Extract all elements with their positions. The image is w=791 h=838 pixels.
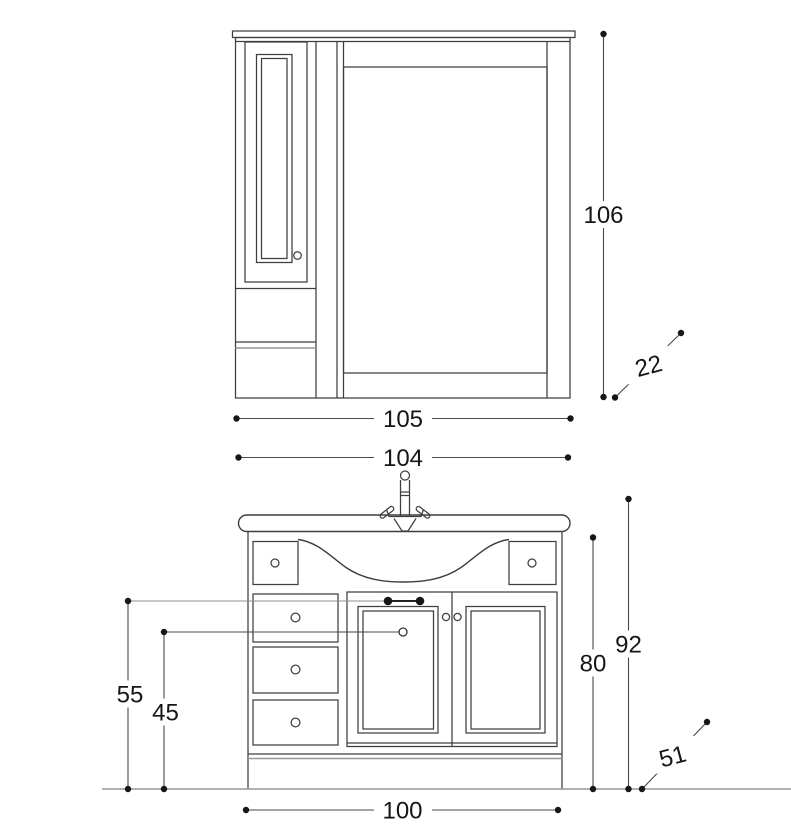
rotated-label-group: 51 [643,735,701,776]
mirror-cabinet [231,30,576,399]
dimension-mirror-depth: 22 [611,329,685,401]
dimension-top-width: 104 [235,444,572,472]
drawer-1 [252,593,339,643]
dimension-dot [589,534,597,541]
dimension-dot [242,806,250,814]
dimension-dot [124,785,132,793]
label-background [643,735,701,776]
door-left-knob [441,612,451,622]
countertop [237,514,571,533]
rotated-label-group: 22 [619,345,677,385]
door-left [357,605,439,734]
faucet-top-ring [399,470,411,481]
dimension-dot [554,806,562,814]
label-background [611,630,646,658]
mirror-cabinet-body [234,36,571,399]
dimension-label: 92 [615,632,642,659]
dimension-base-width: 100 [242,797,562,825]
label-background [619,345,677,385]
label-background [577,201,630,228]
dimension-dot [564,454,572,461]
leader-dot [383,596,393,606]
drawer-3-knob [290,717,301,728]
faucet-neck [399,480,411,516]
drawer-2 [252,646,339,694]
dimension-upper-handle-height: 55 [113,596,425,793]
faucet-arms [385,509,425,518]
apron-drawer-right-knob [527,558,537,568]
dimension-label: 106 [583,202,623,229]
dimension-dot [638,785,646,793]
dimension-total-height: 92 [611,495,646,793]
dimension-dot [625,785,632,793]
dimension-dot [160,628,168,636]
door-panel-inner [260,57,288,260]
dimension-dot [124,597,132,605]
door-right [465,605,546,734]
drawer-2-knob [290,664,301,675]
label-background [374,405,432,431]
dimension-dot [611,394,619,401]
dimension-dot [160,785,168,793]
dimension-label: 55 [117,682,144,709]
door-right-panel [470,610,541,730]
dimension-mirror-height: 106 [577,30,630,401]
faucet [379,470,431,532]
dimension-cabinet-depth: 51 [638,718,711,793]
mirror-pane [342,66,548,374]
leader-dot [415,596,425,606]
dimension-label: 104 [383,445,423,472]
label-background [113,680,148,708]
dimension-label: 80 [580,651,607,678]
mirror-side-door [244,41,308,283]
dimension-dot [625,495,632,503]
vanity-unit [237,470,571,789]
door-right-knob [453,612,462,622]
dimension-dot [589,785,597,793]
dimension-label: 105 [383,406,423,433]
apron-drawer-left [252,540,299,586]
apron-drawer-left-knob [270,558,280,568]
door-panel-outer [255,53,293,264]
dimension-label: 45 [152,700,179,727]
dimension-dot [600,393,607,401]
mirror-cabinet-cap [231,30,576,39]
mirror-door-knob [293,251,302,260]
dimension-cabinet-height: 80 [575,534,611,793]
dimension-mirror-width: 105 [233,405,574,433]
basin-curve [297,538,510,583]
dimension-dot [233,415,240,422]
dimension-dot [600,30,607,38]
dimension-label: 100 [382,798,422,825]
label-background [374,797,432,823]
leader-open-circle [398,627,408,637]
label-background [148,698,183,726]
faucet-escutcheon [393,518,417,532]
drawer-1-knob [290,612,301,623]
drawer-3 [252,699,339,746]
door-left-panel [362,610,435,730]
dimension-dot [677,329,685,337]
dimension-dot [235,454,242,461]
dimension-dot [567,415,574,422]
label-background [374,444,432,470]
label-background [575,649,611,677]
dimension-lower-handle-height: 45 [148,627,408,793]
dimension-dot [703,718,711,726]
apron-drawer-right [508,540,557,586]
